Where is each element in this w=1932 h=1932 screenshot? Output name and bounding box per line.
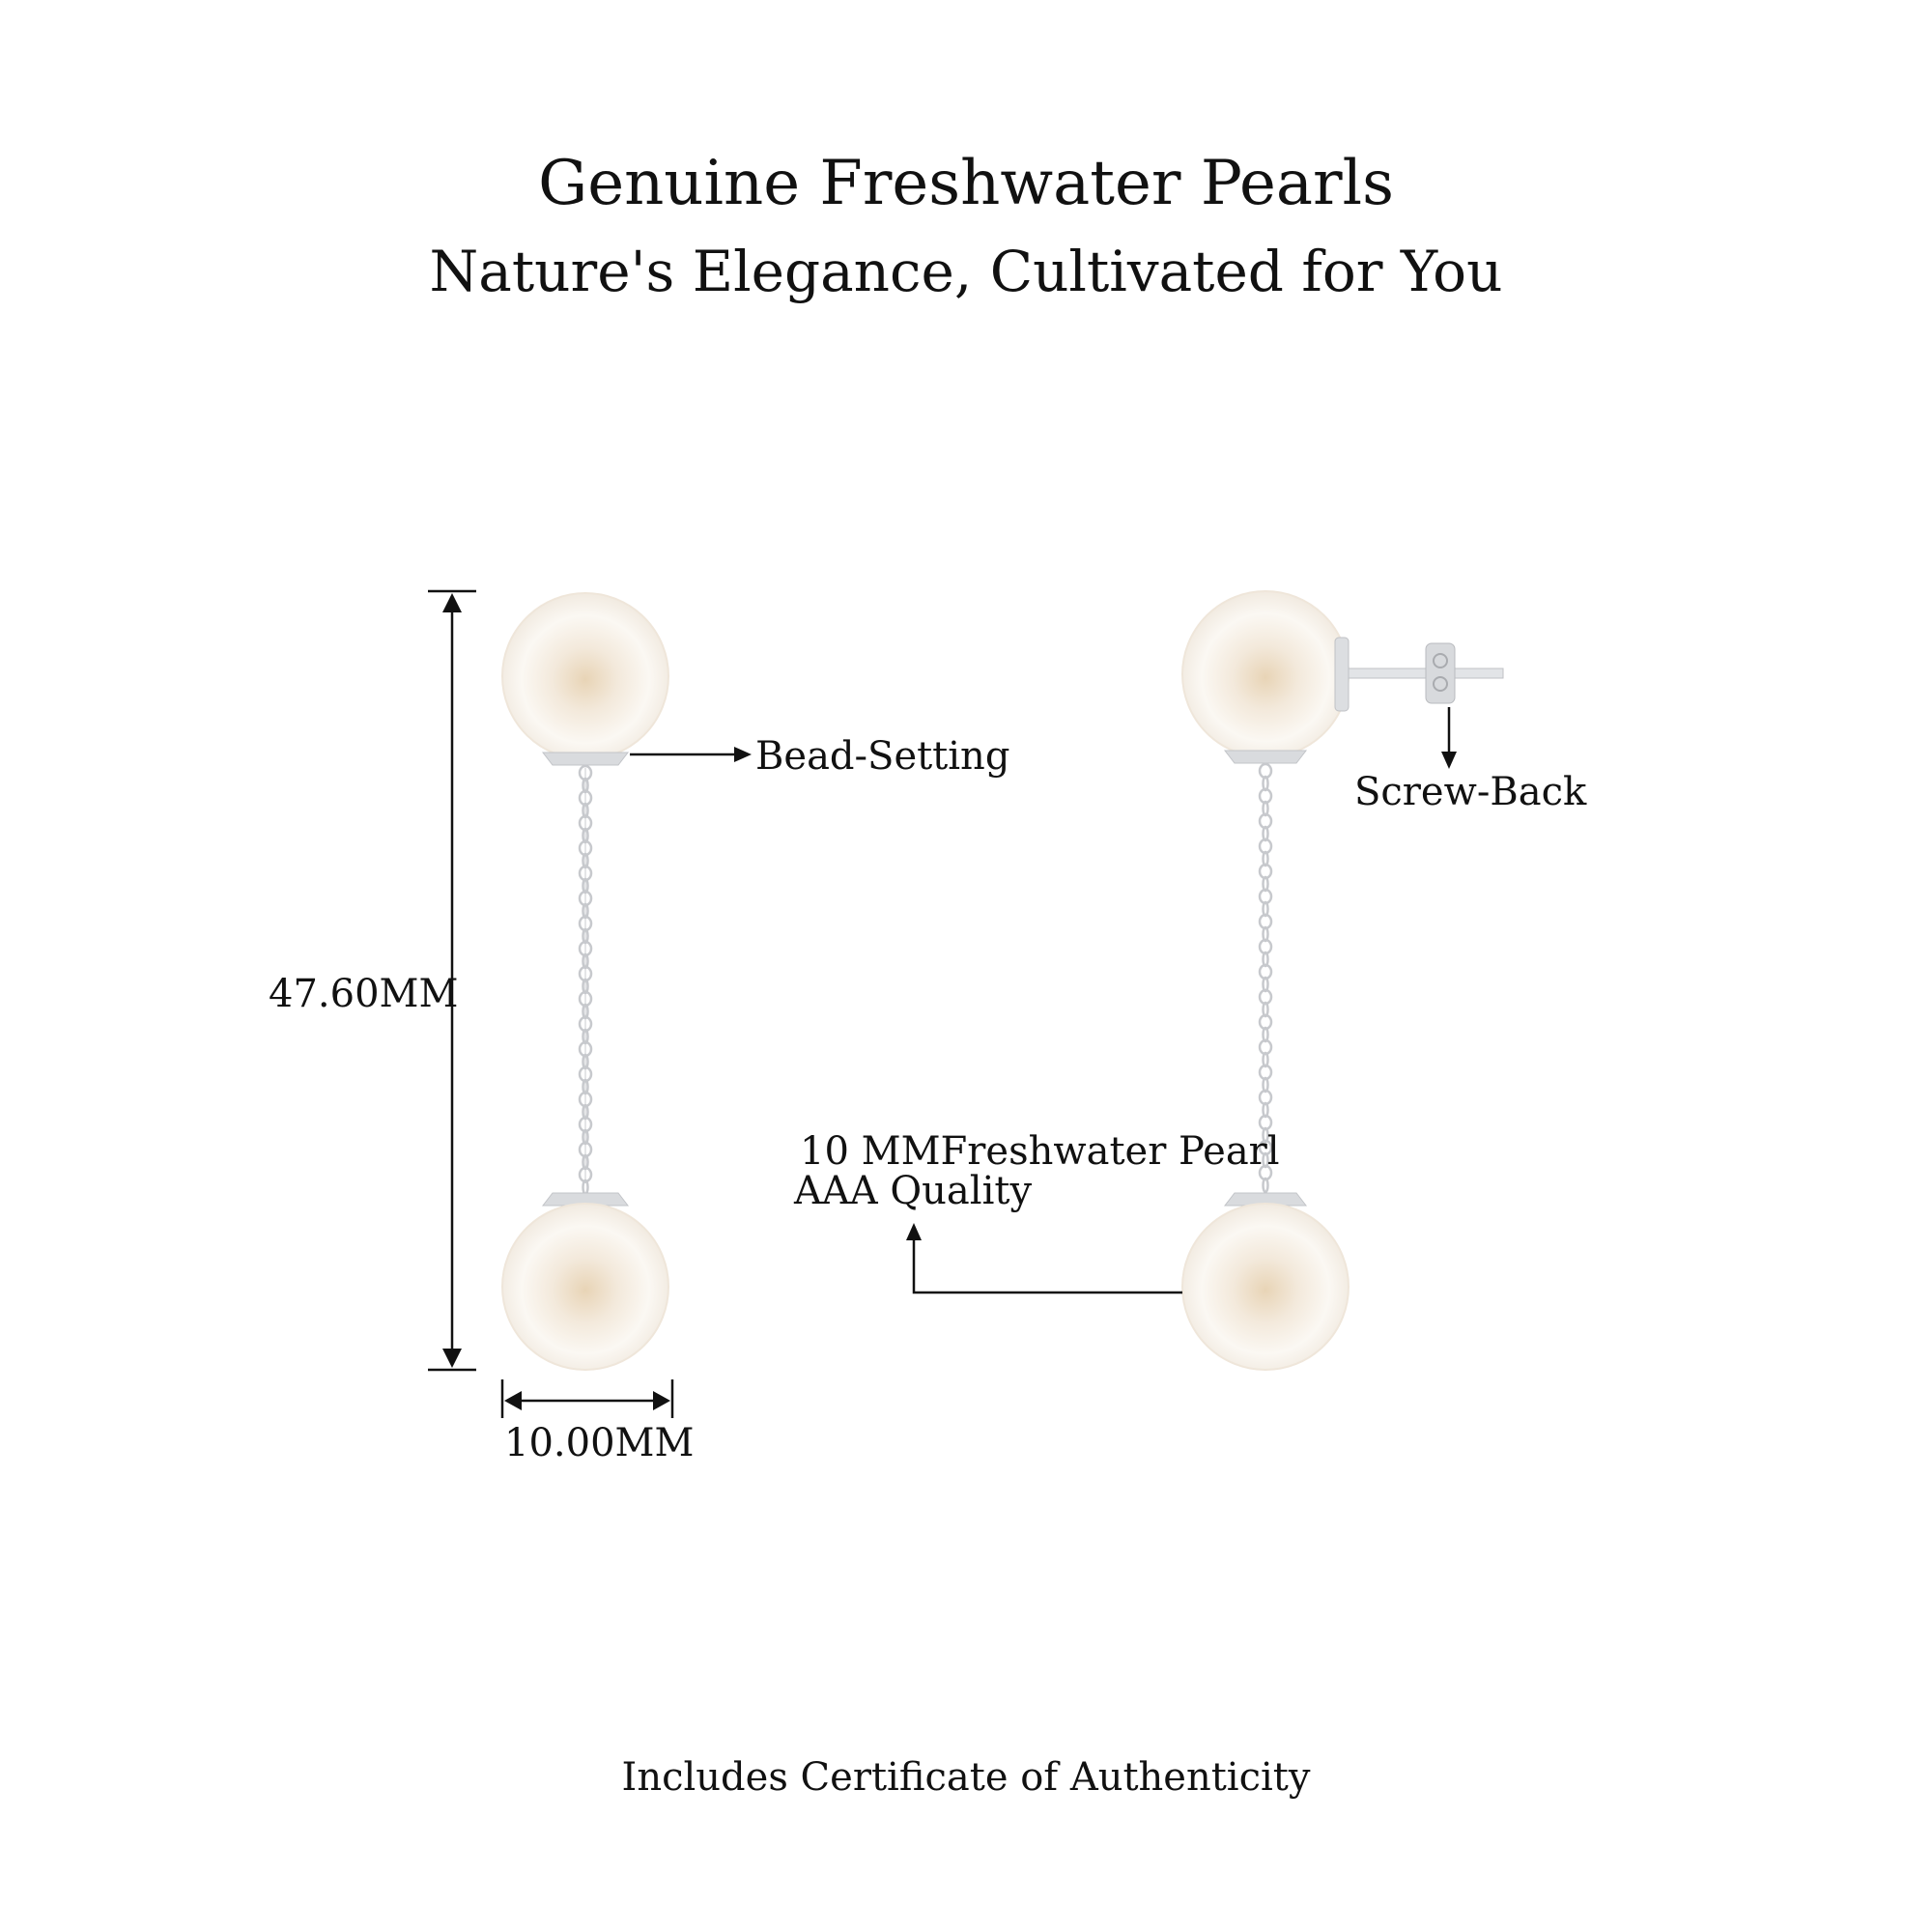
right-chain-links <box>1258 762 1273 1194</box>
bead-setting-label: Bead-Setting <box>755 734 1010 779</box>
right-bottom-pearl <box>1181 1203 1350 1371</box>
right-top-bead-cap <box>1223 750 1308 764</box>
chain-link <box>1262 1177 1269 1194</box>
width-label: 10.00MM <box>504 1421 695 1465</box>
left-chain-links <box>578 764 593 1196</box>
page-title: Genuine Freshwater Pearls <box>538 148 1394 219</box>
width-dimension <box>500 1379 674 1418</box>
left-top-pearl <box>501 592 669 760</box>
pearl-size-label: 10 MMFreshwater Pearl <box>800 1129 1280 1174</box>
pearl-callout-arrow <box>906 1223 1182 1294</box>
left-bottom-pearl <box>501 1203 669 1371</box>
screw-back-nut <box>1425 642 1456 704</box>
right-top-pearl <box>1181 590 1350 758</box>
screw-back-label: Screw-Back <box>1354 770 1587 814</box>
right-earring <box>1181 590 1504 1371</box>
right-bottom-bead-cap <box>1223 1192 1308 1207</box>
page-subtitle: Nature's Elegance, Cultivated for You <box>429 239 1503 304</box>
bead-setting-arrow <box>630 747 752 762</box>
screw-post-cap <box>1334 637 1350 712</box>
left-bottom-bead-cap <box>541 1192 630 1207</box>
height-label: 47.60MM <box>269 972 459 1016</box>
pearl-quality-label: AAA Quality <box>794 1169 1033 1213</box>
left-top-bead-cap <box>541 752 630 766</box>
certificate-note: Includes Certificate of Authenticity <box>621 1755 1311 1800</box>
left-earring <box>501 592 669 1371</box>
height-dimension <box>428 589 476 1372</box>
screw-back-arrow <box>1441 707 1457 769</box>
